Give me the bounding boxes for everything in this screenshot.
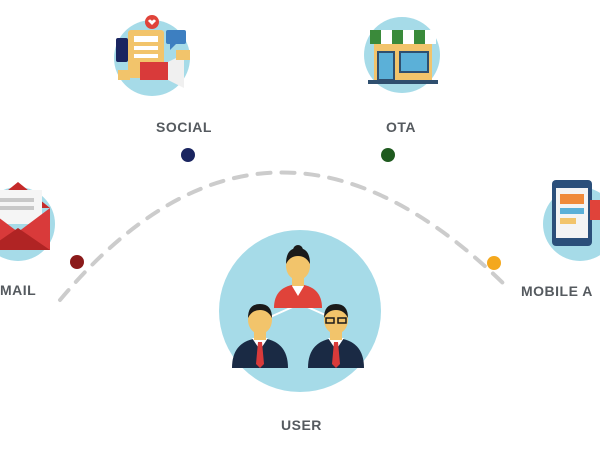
- dot-mobile: [487, 256, 501, 270]
- social-media-collage-icon: [114, 15, 190, 96]
- dot-ota: [381, 148, 395, 162]
- user-group-icon: [219, 230, 381, 392]
- dot-email: [70, 255, 84, 269]
- open-envelope-icon: [0, 182, 55, 261]
- mobile-app-phone-icon: [543, 180, 600, 261]
- dot-social: [181, 148, 195, 162]
- label-user: USER: [281, 417, 322, 433]
- connection-arc: [58, 170, 512, 302]
- label-mobile: MOBILE A: [521, 283, 593, 299]
- label-ota: OTA: [386, 119, 417, 135]
- label-social: SOCIAL: [156, 119, 212, 135]
- storefront-icon: [364, 17, 440, 93]
- label-email: MAIL: [0, 282, 37, 298]
